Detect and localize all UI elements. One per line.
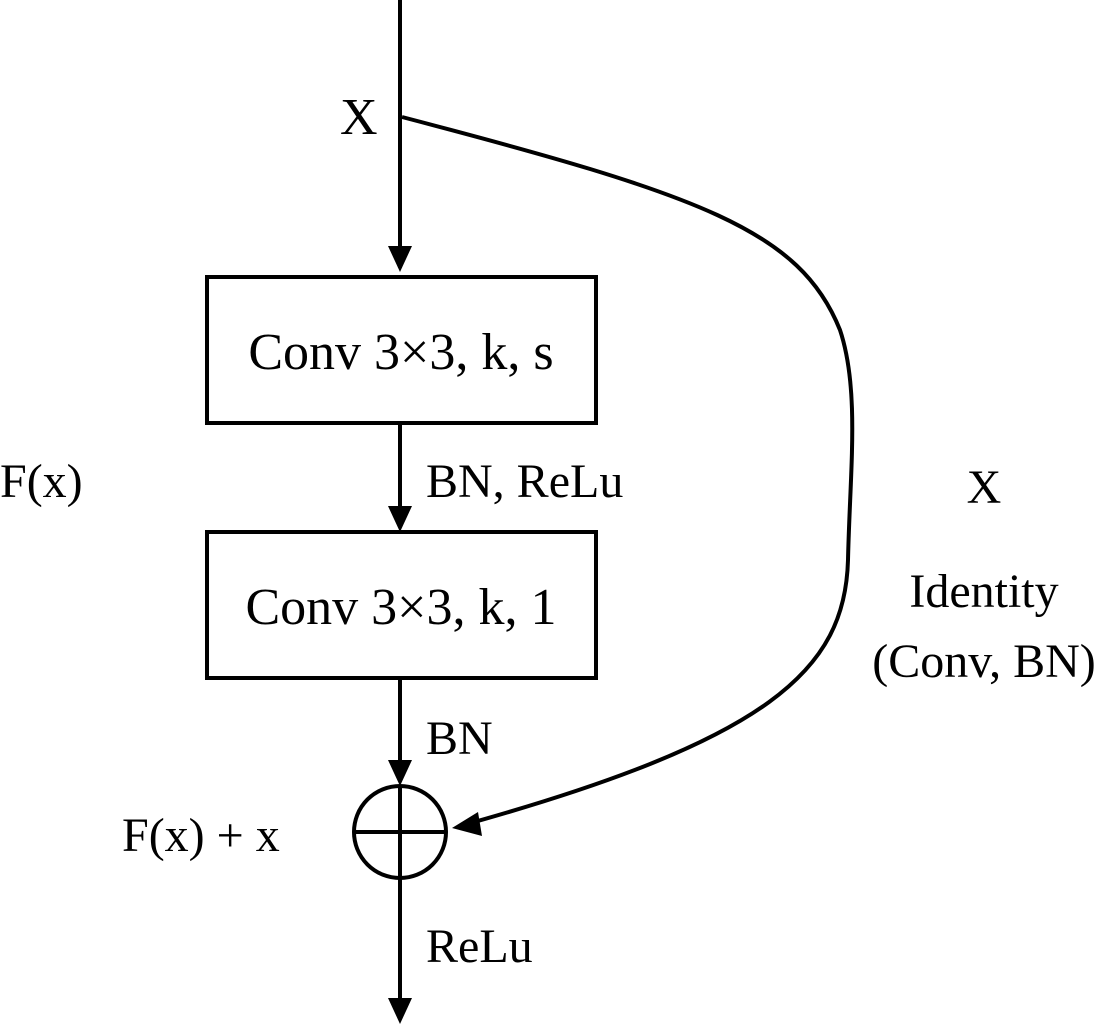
conv-block-1-label: Conv 3×3, k, s bbox=[248, 324, 553, 381]
output-label: ReLu bbox=[426, 920, 533, 973]
sum-input-arrowhead bbox=[388, 760, 412, 786]
edge-1-label: BN, ReLu bbox=[426, 455, 623, 508]
shortcut-label-conv-bn: (Conv, BN) bbox=[872, 635, 1096, 688]
edge-2-label: BN bbox=[426, 712, 493, 765]
input-label: X bbox=[340, 89, 378, 146]
conv-block-2-label: Conv 3×3, k, 1 bbox=[245, 579, 556, 636]
shortcut-connection bbox=[401, 115, 855, 828]
shortcut-arrowhead bbox=[452, 812, 482, 836]
sum-label: F(x) + x bbox=[122, 809, 280, 862]
shortcut-label-identity: Identity bbox=[909, 565, 1058, 618]
input-arrowhead bbox=[388, 246, 412, 272]
residual-label: F(x) bbox=[0, 455, 83, 508]
conv-block-2 bbox=[205, 530, 598, 680]
shortcut-label-x: X bbox=[967, 461, 1002, 514]
sum-node bbox=[352, 784, 448, 880]
output-arrowhead bbox=[388, 998, 412, 1024]
middle-arrowhead bbox=[388, 506, 412, 532]
